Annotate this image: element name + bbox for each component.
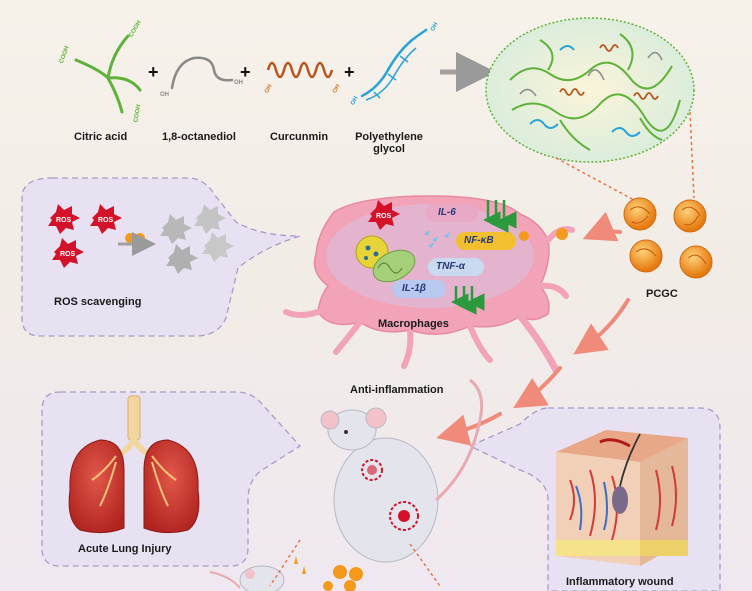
inflammatory-wound-label: Inflammatory wound <box>566 576 674 588</box>
tnfa-text: TNF-α <box>436 261 465 272</box>
ros-badge: ROS <box>56 217 72 224</box>
svg-text:OH: OH <box>430 22 440 33</box>
pcgc-particle <box>556 228 568 240</box>
mouse-illustration-partial <box>209 565 285 591</box>
mouse-illustration <box>320 378 484 563</box>
octanediol-label: 1,8-octanediol <box>162 131 236 143</box>
zoom-connector <box>555 157 635 201</box>
peg-structure: OH OH <box>350 22 440 107</box>
ros-scavenging-label: ROS scavenging <box>54 296 142 308</box>
pcgc-nanoparticles <box>623 197 713 279</box>
il6-pill <box>426 204 478 222</box>
dashed-connector <box>409 543 441 587</box>
svg-text:COOH: COOH <box>129 20 143 39</box>
flow-arrows <box>436 211 630 446</box>
peg-label: Polyethylene glycol <box>346 131 432 155</box>
polymer-network-zoom <box>485 17 695 163</box>
octanediol-structure: OH OH <box>160 56 243 98</box>
lung-illustration <box>68 395 200 534</box>
il1b-text: IL-1β <box>402 283 426 294</box>
peg-label-line2: glycol <box>373 143 405 155</box>
citric-acid-structure: COOH COOH COOH <box>59 20 143 123</box>
svg-text:OH: OH <box>264 84 274 95</box>
svg-text:OH: OH <box>350 96 360 107</box>
downregulation-arrows <box>451 200 517 315</box>
skin-wound-illustration <box>556 430 688 566</box>
svg-text:COOH: COOH <box>59 45 71 64</box>
macrophages-label: Macrophages <box>378 318 449 330</box>
nfkb-text: NF-κB <box>464 235 494 246</box>
ros-in-cell <box>368 200 400 230</box>
ros-burst-group <box>48 204 122 268</box>
svg-text:OH: OH <box>234 80 243 86</box>
plus-sign-1: + <box>148 62 159 82</box>
cytokine-droplets <box>424 230 450 248</box>
neutralized-ros-group <box>160 204 234 274</box>
ros-badge: ROS <box>60 251 76 258</box>
il1b-pill <box>392 280 446 298</box>
curcumin-structure: OH OH <box>264 61 342 95</box>
citric-acid-label: Citric acid <box>74 131 128 143</box>
ros-badge: ROS <box>98 217 114 224</box>
mitochondria-organelle <box>372 249 416 283</box>
svg-text:OH: OH <box>160 92 169 98</box>
bottom-particles <box>294 556 363 591</box>
zoom-connector <box>689 111 695 199</box>
peg-label-line1: Polyethylene <box>355 131 423 143</box>
tnfa-pill <box>428 258 484 276</box>
pcgc-label: PCGC <box>646 288 678 300</box>
pcgc-particle <box>125 233 135 243</box>
plus-sign-3: + <box>344 62 355 82</box>
anti-inflammation-label: Anti-inflammation <box>350 384 444 396</box>
pcgc-particle <box>519 231 529 241</box>
svg-text:OH: OH <box>332 84 342 95</box>
curcumin-label: Curcunmin <box>270 131 329 143</box>
pcgc-particle <box>135 233 145 243</box>
svg-text:COOH: COOH <box>133 104 142 123</box>
ros-panel <box>21 177 301 337</box>
ros-badge: ROS <box>376 213 392 220</box>
il6-text: IL-6 <box>438 207 456 218</box>
plus-sign-2: + <box>240 62 251 82</box>
nfkb-pill <box>456 232 516 250</box>
acute-lung-injury-label: Acute Lung Injury <box>78 543 172 555</box>
